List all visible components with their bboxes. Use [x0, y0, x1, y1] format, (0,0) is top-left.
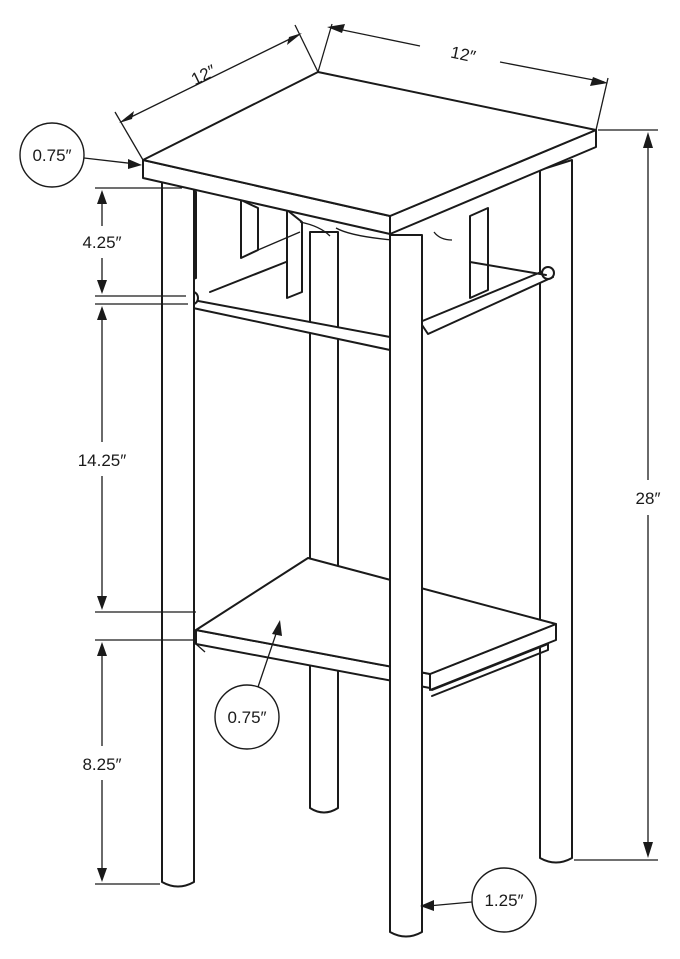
label-top-depth: 12″ [188, 61, 219, 89]
dim-shelf-gap [95, 303, 196, 613]
table-top [142, 71, 597, 235]
dim-shelf-thickness [214, 620, 282, 750]
label-leg-diameter: 1.25″ [484, 891, 523, 910]
label-shelf-clearance: 8.25″ [82, 755, 121, 774]
dim-total-height [574, 129, 658, 861]
dim-top-thickness [19, 122, 142, 188]
label-apron-height: 4.25″ [82, 233, 121, 252]
back-left-leg [309, 231, 339, 814]
back-right-leg [539, 159, 573, 864]
dim-apron-height [95, 187, 186, 297]
upper-rails [187, 261, 555, 351]
dim-leg-diameter [420, 867, 537, 933]
dim-top-depth [114, 24, 319, 161]
dim-top-width [317, 23, 609, 131]
apron-brackets [240, 199, 489, 299]
front-right-leg [389, 234, 423, 938]
front-left-leg [161, 181, 195, 888]
lower-shelf [195, 557, 557, 697]
label-top-thickness: 0.75″ [32, 146, 71, 165]
dim-shelf-clearance [95, 639, 194, 885]
label-top-width: 12″ [449, 43, 477, 67]
label-shelf-gap: 14.25″ [78, 451, 127, 470]
label-shelf-thickness: 0.75″ [227, 708, 266, 727]
label-total-height: 28″ [636, 489, 661, 508]
